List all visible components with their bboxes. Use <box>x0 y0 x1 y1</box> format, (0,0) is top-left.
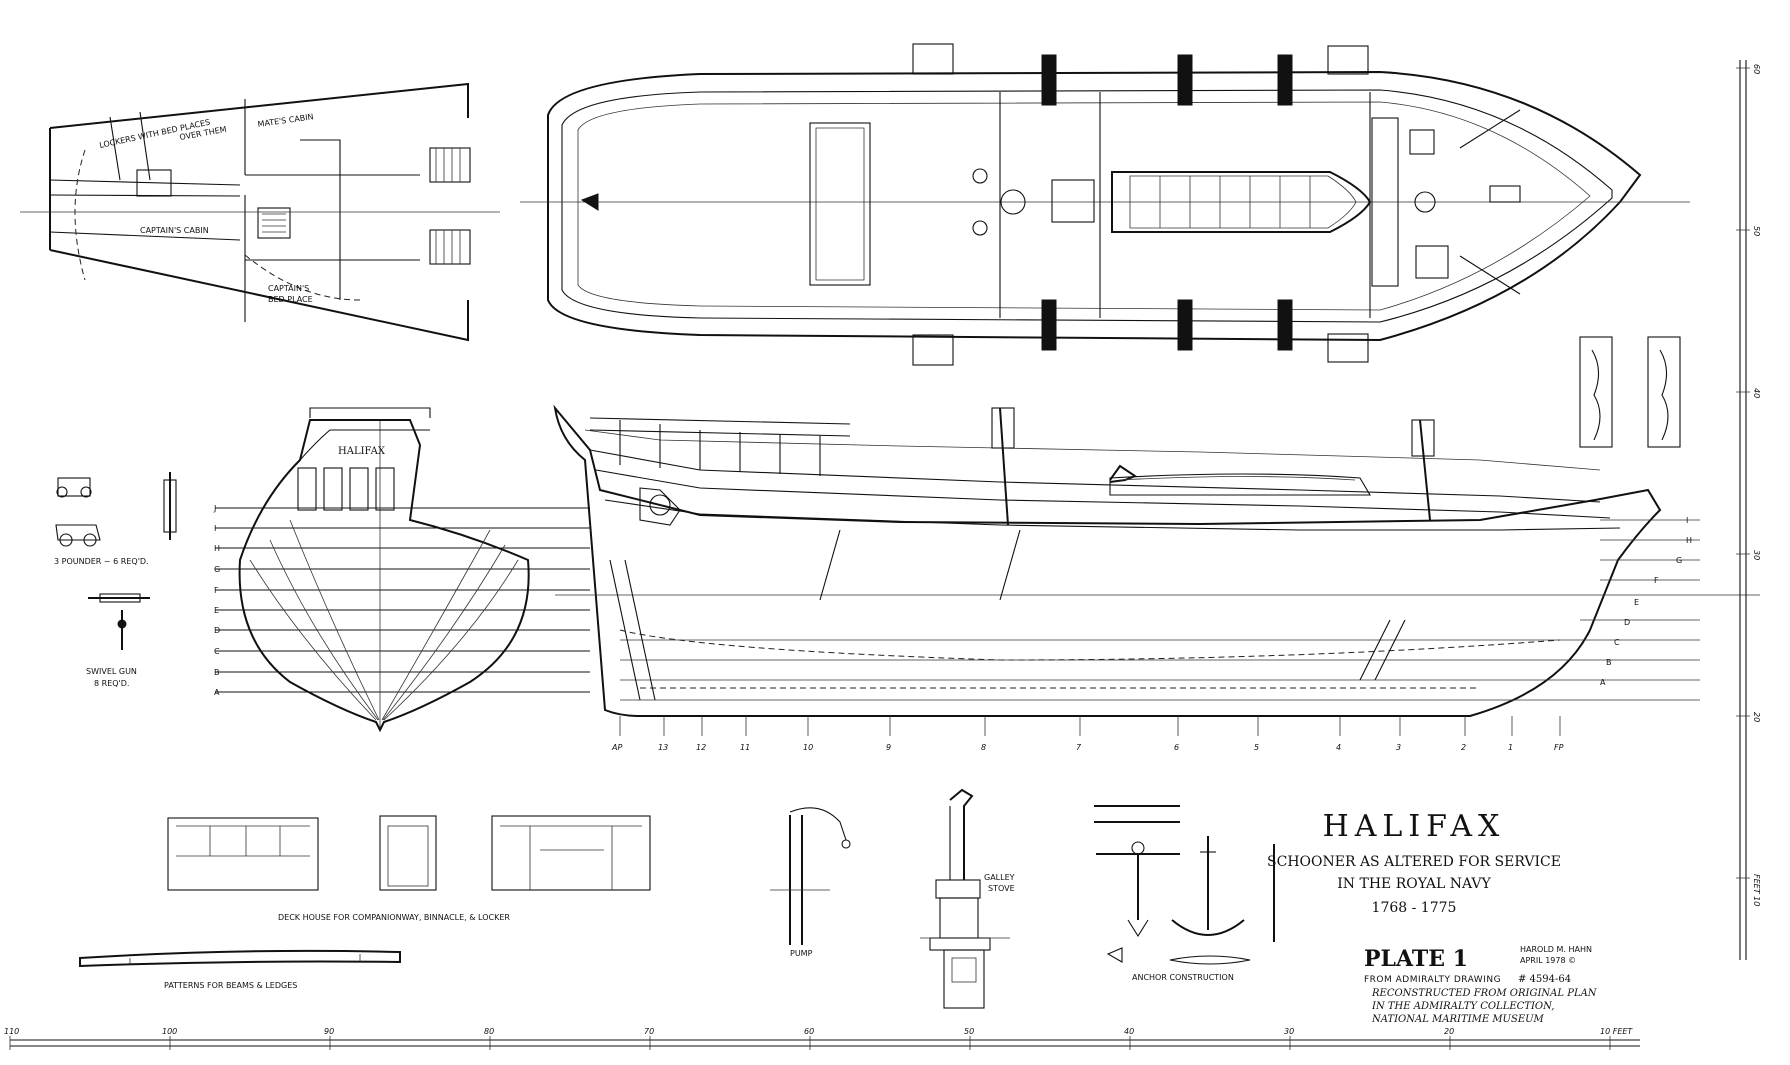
station-9: 9 <box>886 743 891 752</box>
body-plan: HALIFAX J I H G F E D C B A <box>213 407 590 733</box>
pump-label: PUMP <box>790 949 813 958</box>
side-scale-20: 20 <box>1752 712 1761 722</box>
profile-wl-h: H <box>1686 536 1692 545</box>
pump-detail: PUMP <box>770 807 851 958</box>
patterns-label: PATTERNS FOR BEAMS & LEDGES <box>164 981 297 990</box>
note-line-1: RECONSTRUCTED FROM ORIGINAL PLAN <box>1371 988 1598 999</box>
galley-label-1: GALLEY <box>984 873 1015 882</box>
scale-30: 30 <box>1284 1027 1294 1036</box>
station-7: 7 <box>1076 743 1082 752</box>
station-1: 1 <box>1508 743 1513 752</box>
body-wl-i: I <box>214 524 216 533</box>
author-date: APRIL 1978 © <box>1520 956 1576 965</box>
note-line-2: IN THE ADMIRALTY COLLECTION, <box>1371 1001 1554 1012</box>
station-fp: FP <box>1554 743 1564 752</box>
station-6: 6 <box>1174 743 1179 752</box>
mates-cabin-label: MATE'S CABIN <box>257 112 314 129</box>
drawing-number: # 4594-64 <box>1518 974 1571 985</box>
side-scale-30: 30 <box>1752 550 1761 560</box>
scale-50: 50 <box>964 1027 974 1036</box>
galley-label-2: STOVE <box>988 884 1015 893</box>
scale-40: 40 <box>1124 1027 1134 1036</box>
profile-wl-a: A <box>1600 678 1606 687</box>
body-wl-d: D <box>214 626 220 635</box>
galley-stove-detail: GALLEY STOVE <box>920 788 1015 1009</box>
scale-90: 90 <box>324 1027 334 1036</box>
body-wl-c: C <box>214 647 220 656</box>
scale-100: 100 <box>162 1027 177 1036</box>
profile-wl-e: E <box>1634 598 1639 607</box>
plate-number: PLATE 1 <box>1364 946 1468 972</box>
station-3: 3 <box>1396 743 1401 752</box>
station-4: 4 <box>1336 743 1341 752</box>
side-scale: 60 50 40 30 20 FEET 10 <box>1736 60 1761 960</box>
side-scale-10-feet: FEET 10 <box>1752 874 1761 906</box>
plan-years: 1768 - 1775 <box>1372 900 1457 916</box>
author-name: HAROLD M. HAHN <box>1520 945 1592 954</box>
body-wl-e: E <box>214 606 219 615</box>
station-5: 5 <box>1254 743 1259 752</box>
scale-80: 80 <box>484 1027 494 1036</box>
body-wl-j: J <box>213 504 216 513</box>
scale-10-feet: 10 FEET <box>1600 1027 1633 1036</box>
plan-subtitle-2: IN THE ROYAL NAVY <box>1337 876 1491 892</box>
gun-details: 3 POUNDER ~ 6 REQ'D. SWIVEL GUN 8 REQ'D. <box>54 472 177 688</box>
anchor-detail: ANCHOR CONSTRUCTION <box>1094 805 1275 982</box>
deck-house-label: DECK HOUSE FOR COMPANIONWAY, BINNACLE, &… <box>278 913 510 922</box>
profile-plan: AP 13 12 11 10 9 8 7 6 5 4 3 2 1 FP I H … <box>553 404 1760 752</box>
profile-wl-c: C <box>1614 638 1620 647</box>
body-wl-f: F <box>214 586 219 595</box>
station-10: 10 <box>803 743 813 752</box>
side-scale-60: 60 <box>1752 64 1761 74</box>
body-wl-h: H <box>214 544 220 553</box>
captains-bed-label-2: BED PLACE <box>268 295 313 304</box>
profile-wl-i: I <box>1686 516 1688 525</box>
swivel-label-1: SWIVEL GUN <box>86 667 137 676</box>
station-ap: AP <box>611 743 622 752</box>
station-13: 13 <box>658 743 668 752</box>
profile-wl-d: D <box>1624 618 1630 627</box>
title-block: HALIFAX SCHOONER AS ALTERED FOR SERVICE … <box>1267 809 1598 1025</box>
plan-subtitle-1: SCHOONER AS ALTERED FOR SERVICE <box>1267 854 1561 870</box>
station-12: 12 <box>696 743 706 752</box>
plan-title: HALIFAX <box>1323 809 1506 844</box>
captains-cabin-label: CAPTAIN'S CABIN <box>140 226 209 235</box>
scale-60: 60 <box>804 1027 814 1036</box>
scale-110: 110 <box>4 1027 19 1036</box>
bottom-scale: 110 100 90 80 70 60 50 40 30 20 10 FEET <box>4 1027 1640 1050</box>
from-drawing: FROM ADMIRALTY DRAWING <box>1364 975 1501 985</box>
station-8: 8 <box>981 743 986 752</box>
deck-plan <box>520 43 1690 366</box>
anchor-label: ANCHOR CONSTRUCTION <box>1132 973 1234 982</box>
note-line-3: NATIONAL MARITIME MUSEUM <box>1371 1014 1545 1025</box>
body-wl-b: B <box>214 668 220 677</box>
deck-house-details: DECK HOUSE FOR COMPANIONWAY, BINNACLE, &… <box>79 815 651 990</box>
swivel-label-2: 8 REQ'D. <box>94 679 129 688</box>
profile-wl-b: B <box>1606 658 1612 667</box>
body-wl-g: G <box>214 565 220 574</box>
station-2: 2 <box>1461 743 1466 752</box>
profile-wl-g: G <box>1676 556 1682 565</box>
transom-name: HALIFAX <box>338 446 386 457</box>
side-scale-50: 50 <box>1752 226 1761 236</box>
side-scale-40: 40 <box>1752 388 1761 398</box>
pounder-label: 3 POUNDER ~ 6 REQ'D. <box>54 557 149 566</box>
figurehead-details <box>1579 336 1681 448</box>
profile-wl-f: F <box>1654 576 1659 585</box>
station-11: 11 <box>740 743 750 752</box>
captains-bed-label-1: CAPTAIN'S <box>268 284 309 293</box>
cabin-plan: LOCKERS WITH BED PLACES OVER THEM MATE'S… <box>20 82 500 342</box>
scale-70: 70 <box>644 1027 654 1036</box>
scale-20: 20 <box>1444 1027 1454 1036</box>
body-wl-a: A <box>214 688 220 697</box>
